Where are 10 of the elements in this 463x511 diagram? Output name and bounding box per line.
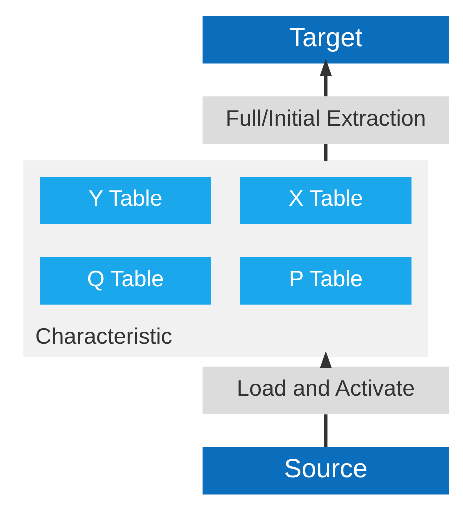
node-box: Q Table xyxy=(40,257,212,305)
connector xyxy=(324,144,328,162)
node-box: P Table xyxy=(240,257,412,305)
connector xyxy=(324,414,328,448)
node-box: Target xyxy=(202,16,450,64)
node-box: Y Table xyxy=(40,177,212,225)
node-box: X Table xyxy=(240,177,412,225)
node-box: Source xyxy=(202,447,450,495)
node-box: Full/Initial Extraction xyxy=(202,96,450,144)
arrow xyxy=(320,59,332,97)
